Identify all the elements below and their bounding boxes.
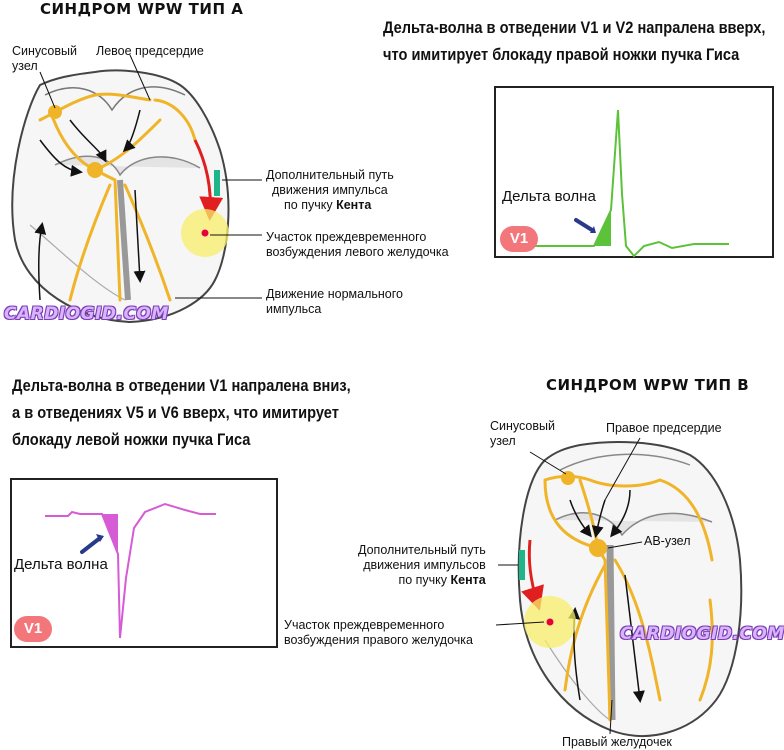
type-b-accessory-prefix: по пучку [398,573,451,587]
type-b-sinus-line-1: Синусовый [490,419,555,433]
heart-a-flow-arrows [34,109,146,301]
type-b-heading-line-3: блокаду левой ножки пучка Гиса [12,430,251,449]
heart-a-pointer-lines [39,54,262,299]
watermark-a: CARDIOGID.COM [4,304,169,324]
type-b-heading-line-2: а в отведениях V5 и V6 вверх, что имитир… [12,403,339,422]
heart-a-kent-bundle [214,170,220,196]
ecg-b-panel [10,478,278,648]
type-b-premature-line-2: возбуждения правого желудочка [284,633,473,647]
type-a-sinus-line-1: Синусовый [12,44,77,58]
type-a-heading: Дельта-волна в отведении V1 и V2 напрале… [383,14,765,68]
type-a-premature-line-1: Участок преждевременного [266,230,427,244]
type-a-sinus-label: Синусовый узел [12,44,77,74]
heart-b-premature-dot [546,618,554,626]
ecg-b-trace [45,502,216,639]
type-a-title: СИНДРОМ WPW ТИП А [40,0,244,18]
type-b-sinus-line-2: узел [490,434,516,448]
type-a-normal-line-2: импульса [266,302,322,316]
type-a-normal-impulse-label: Движение нормального импульса [266,287,403,317]
heart-a-nodes [48,105,103,178]
heart-a-accessory-arrow [193,139,224,221]
type-a-accessory-line-2: движения импульса [272,183,388,197]
type-b-heading-line-1: Дельта-волна в отведении V1 напралена вн… [12,376,351,395]
type-a-kent-name: Кента [336,198,372,212]
type-b-kent-name: Кента [450,573,486,587]
ecg-a-waveform [524,109,729,258]
ecg-b-waveform [45,502,216,639]
type-a-sinus-line-2: узел [12,59,38,73]
ecg-a-lead-badge: V1 [500,226,538,252]
heart-b-nodes [561,471,607,557]
type-a-left-atrium-label: Левое предсердие [96,44,204,58]
type-b-title: СИНДРОМ WPW ТИП В [546,376,750,394]
heart-b-conduction [543,474,714,722]
type-a-premature-line-2: возбуждения левого желудочка [266,245,449,259]
ecg-b-delta-label: Дельта волна [14,556,108,573]
ecg-a-trace [524,109,729,258]
heart-b-kent-bundle [519,550,525,580]
type-a-accessory-line-1: Дополнительный путь [266,168,394,182]
heart-a-outline [11,69,230,324]
type-b-av-node-label: АВ-узел [644,534,691,548]
ecg-a-panel [494,86,774,258]
type-a-heading-line-2: что имитирует блокаду правой ножки пучка… [383,45,740,64]
type-a-accessory-prefix: по пучку [284,198,337,212]
type-b-right-atrium-label: Правое предсердие [606,421,722,435]
type-b-accessory-line-2: движения импульсов [363,558,486,572]
type-b-premature-label: Участок преждевременного возбуждения пра… [284,618,473,648]
type-b-premature-line-1: Участок преждевременного [284,618,445,632]
heart-b-pointer-lines [495,437,643,735]
heart-a-premature-dot [201,229,209,237]
type-a-heading-line-1: Дельта-волна в отведении V1 и V2 напрале… [383,18,766,37]
type-a-premature-label: Участок преждевременного возбуждения лев… [266,230,449,260]
type-a-accessory-line-3: по пучку Кента [266,198,394,213]
type-a-accessory-label: Дополнительный путь движения импульса по… [266,168,394,213]
type-b-accessory-line-3: по пучку Кента [358,573,486,588]
watermark-b: CARDIOGID.COM [620,624,784,644]
type-b-accessory-line-1: Дополнительный путь [358,543,486,557]
type-b-sinus-label: Синусовый узел [490,419,555,449]
type-b-right-ventricle-label: Правый желудочек [562,735,672,749]
ecg-b-lead-badge: V1 [14,616,52,642]
type-a-normal-line-1: Движение нормального [266,287,403,301]
ecg-a-delta-pointer-icon [574,218,594,232]
ecg-b-delta-pointer-icon [80,536,102,554]
heart-b-accessory-arrow [521,539,544,611]
type-b-heading: Дельта-волна в отведении V1 напралена вн… [12,372,351,453]
ecg-a-delta-label: Дельта волна [502,188,596,205]
type-b-accessory-label: Дополнительный путь движения импульсов п… [358,543,486,588]
